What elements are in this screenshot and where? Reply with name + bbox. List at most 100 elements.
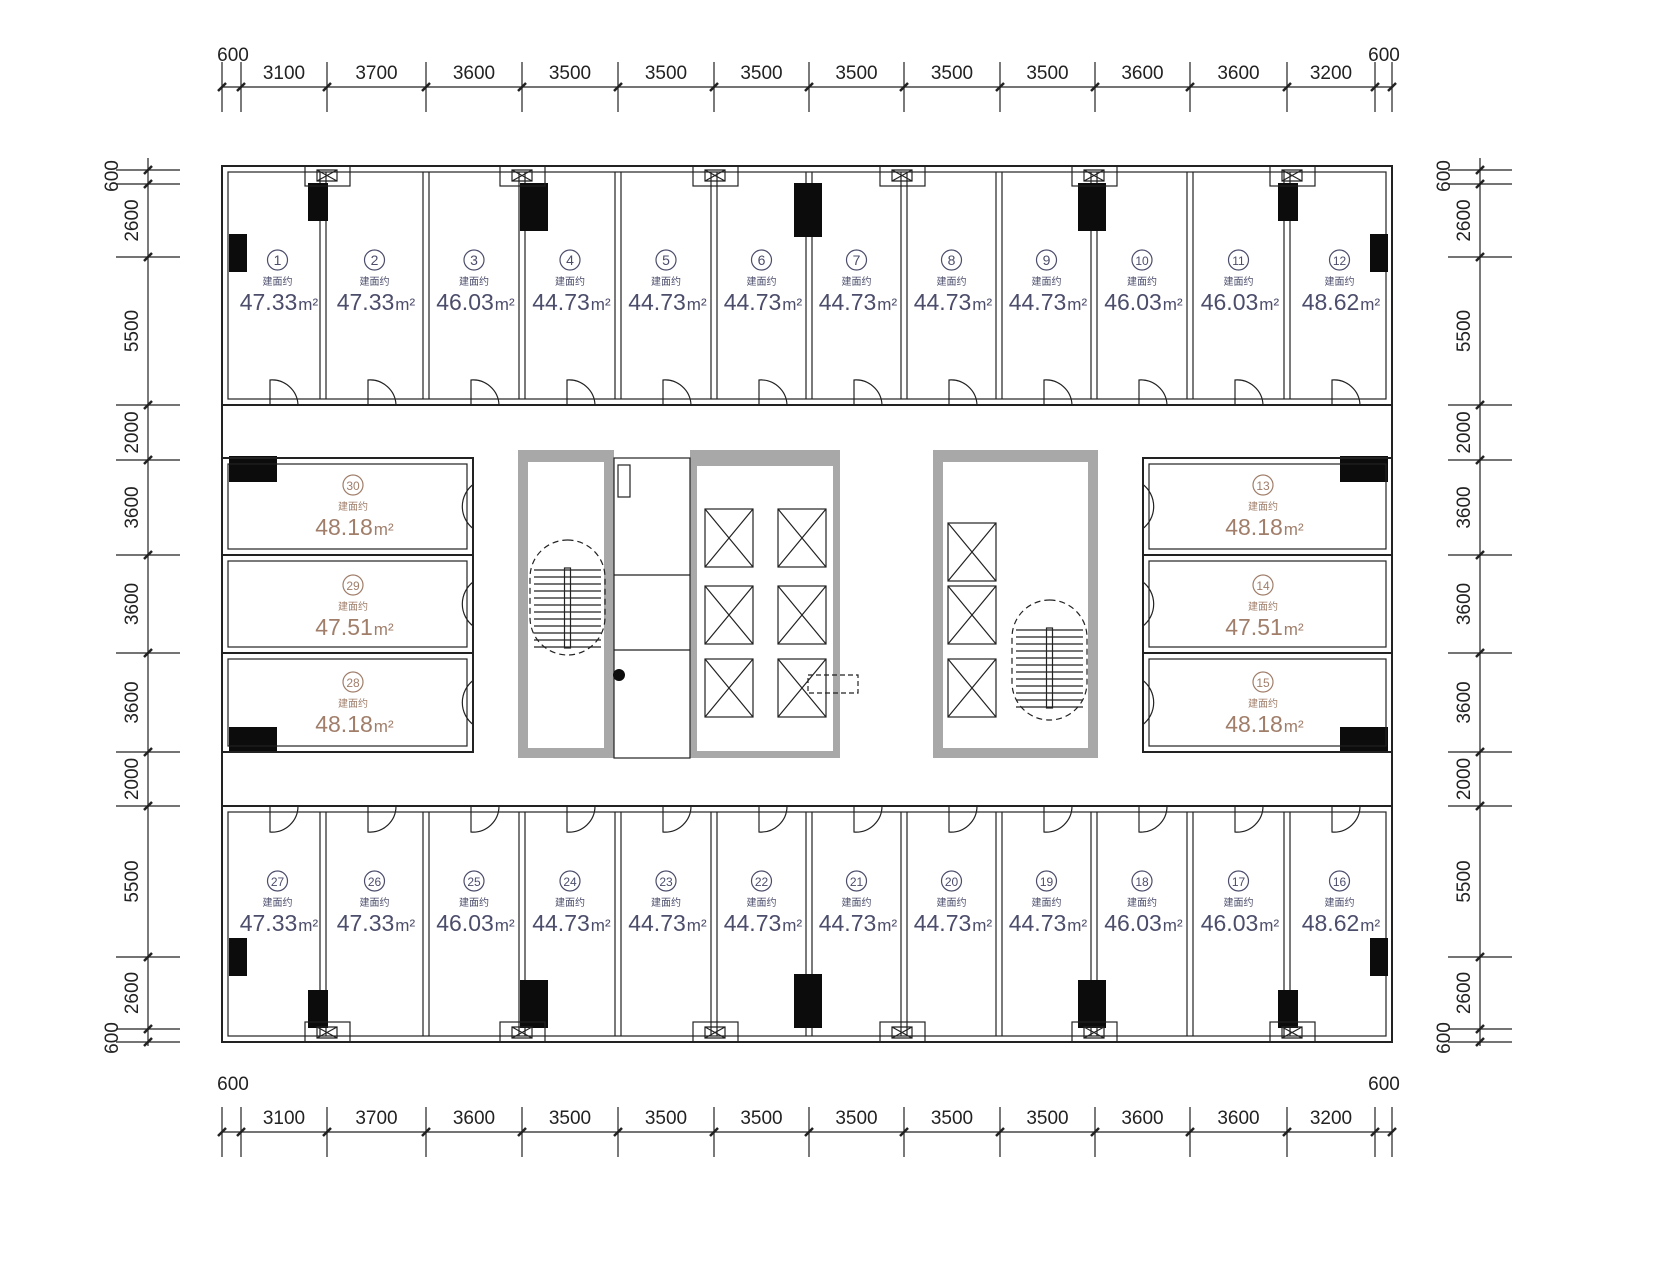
unit-area-unit: m² bbox=[395, 916, 415, 935]
door-swing-icon bbox=[1142, 484, 1155, 529]
dimension-tick-mark bbox=[217, 1127, 227, 1137]
unit-area-unit: m² bbox=[1067, 295, 1087, 314]
dimension-tick-mark bbox=[1475, 648, 1485, 658]
dimension-tick-mark bbox=[217, 82, 227, 92]
dimension-label: 3100 bbox=[263, 1108, 305, 1129]
dimension-tick-mark bbox=[995, 1127, 1005, 1137]
side-unit-wall bbox=[1142, 652, 1393, 753]
dimension-label: 600 bbox=[217, 1074, 249, 1095]
ac-unit-icon bbox=[316, 169, 338, 182]
dimension-label: 5500 bbox=[122, 860, 143, 902]
dimension-label: 2600 bbox=[122, 199, 143, 241]
elevator-icon bbox=[947, 585, 997, 645]
area-caption: 建面约 bbox=[1248, 500, 1278, 513]
floor-drain-icon bbox=[613, 669, 625, 681]
ac-unit-icon bbox=[1281, 1026, 1303, 1039]
ac-platform bbox=[1071, 165, 1118, 187]
unit-number: 29 bbox=[346, 579, 360, 593]
unit-area-value: 44.73 bbox=[628, 289, 686, 315]
elevator-cross-icon bbox=[704, 658, 754, 718]
door-swing-icon bbox=[269, 379, 299, 406]
door-swing-icon bbox=[367, 379, 397, 406]
ac-platform bbox=[879, 165, 926, 187]
door-swing-icon bbox=[1234, 379, 1264, 406]
unit-number-circle bbox=[655, 249, 677, 271]
door-swing-icon bbox=[470, 379, 500, 406]
dimension-label: 5500 bbox=[1454, 310, 1475, 352]
area-caption: 建面约 bbox=[1248, 600, 1278, 613]
dimension-tick-mark bbox=[236, 82, 246, 92]
core-interior bbox=[697, 466, 833, 751]
dimension-label: 3600 bbox=[1121, 63, 1163, 84]
elevator-icon bbox=[704, 585, 754, 645]
dimension-label: 3500 bbox=[549, 1108, 591, 1129]
elevator-icon bbox=[704, 508, 754, 568]
interior-wall-line bbox=[1148, 560, 1387, 648]
ac-unit-icon bbox=[316, 1026, 338, 1039]
door-swing-icon bbox=[1234, 805, 1264, 833]
shaft-block bbox=[1078, 183, 1106, 231]
unit-number: 20 bbox=[945, 875, 959, 889]
shaft-block bbox=[1340, 456, 1388, 482]
dimension-label: 2600 bbox=[1454, 972, 1475, 1014]
door-swing-icon bbox=[662, 379, 692, 406]
dimension-label: 3600 bbox=[1217, 1108, 1259, 1129]
area-caption: 建面约 bbox=[360, 896, 390, 909]
core-interior bbox=[943, 462, 1088, 748]
unit-area-unit: m² bbox=[298, 295, 318, 314]
unit-number-circle bbox=[655, 870, 677, 892]
dimension-tick-mark bbox=[1185, 82, 1195, 92]
area-caption: 建面约 bbox=[338, 697, 368, 710]
ac-platform bbox=[1269, 1021, 1316, 1043]
dimension-label: 3600 bbox=[1454, 486, 1475, 528]
door-swing-icon bbox=[461, 581, 474, 627]
unit-area-value: 46.03 bbox=[436, 289, 494, 315]
dimension-label: 2600 bbox=[1454, 199, 1475, 241]
unit-number-circle bbox=[1252, 474, 1274, 496]
dimension-label: 3500 bbox=[1026, 1108, 1068, 1129]
unit-number: 10 bbox=[1135, 254, 1149, 268]
area-caption: 建面约 bbox=[1224, 275, 1254, 288]
unit-area-value: 47.33 bbox=[240, 910, 298, 936]
dimension-tick-mark bbox=[1090, 1127, 1100, 1137]
unit-area-value: 46.03 bbox=[436, 910, 494, 936]
dimension-tick-mark bbox=[804, 1127, 814, 1137]
exterior-wall bbox=[221, 165, 1393, 406]
unit-area-unit: m² bbox=[782, 916, 802, 935]
door-swing-icon bbox=[1138, 379, 1168, 406]
unit-area-value: 44.73 bbox=[819, 289, 877, 315]
unit-number-circle bbox=[342, 574, 364, 596]
dimension-tick-mark bbox=[1475, 400, 1485, 410]
dimension-label: 3500 bbox=[549, 63, 591, 84]
dimension-tick-mark bbox=[1370, 82, 1380, 92]
ac-unit-icon bbox=[511, 169, 533, 182]
ac-unit-icon bbox=[1281, 169, 1303, 182]
unit-area-value: 44.73 bbox=[532, 910, 590, 936]
unit-number: 8 bbox=[948, 252, 956, 268]
unit-number-circle bbox=[1035, 249, 1058, 271]
unit-area-value: 44.73 bbox=[914, 910, 972, 936]
dimension-label: 3500 bbox=[931, 1108, 973, 1129]
unit-number: 14 bbox=[1256, 579, 1270, 593]
unit-number: 30 bbox=[346, 479, 360, 493]
shaft-block bbox=[794, 183, 822, 237]
unit-number-circle bbox=[363, 249, 386, 271]
dimension-label: 3200 bbox=[1310, 63, 1352, 84]
area-caption: 建面约 bbox=[263, 275, 293, 288]
unit-area-value: 44.73 bbox=[724, 910, 782, 936]
door-swing-icon bbox=[1142, 680, 1155, 725]
ac-unit-icon bbox=[704, 1026, 726, 1039]
dimension-tick-mark bbox=[995, 82, 1005, 92]
ac-unit-icon bbox=[1083, 1026, 1105, 1039]
door-swing-icon bbox=[662, 805, 692, 833]
